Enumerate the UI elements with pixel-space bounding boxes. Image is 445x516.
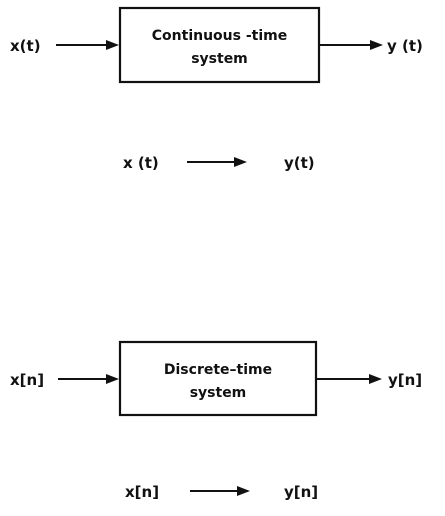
discrete-block-diagram: x[n] Discrete–time system y[n] xyxy=(10,340,422,417)
discrete-relation-arrowhead xyxy=(237,486,250,496)
continuous-input-label: x(t) xyxy=(10,37,41,55)
continuous-relation-arrowhead xyxy=(234,157,247,167)
discrete-relation-output: y[n] xyxy=(284,483,318,501)
discrete-output-label: y[n] xyxy=(388,371,422,389)
continuous-relation-output: y(t) xyxy=(284,154,315,172)
continuous-output-label: y (t) xyxy=(387,37,423,55)
continuous-box-label-line1: Continuous -time xyxy=(152,28,287,44)
continuous-output-arrowhead xyxy=(370,40,383,50)
continuous-input-arrowhead xyxy=(106,40,119,50)
continuous-relation-input: x (t) xyxy=(123,154,159,172)
continuous-system-box xyxy=(118,6,321,84)
discrete-input-arrowhead xyxy=(106,374,119,384)
discrete-relation-input: x[n] xyxy=(125,483,159,501)
discrete-box-label-line1: Discrete–time xyxy=(164,362,272,378)
continuous-block-diagram: x(t) Continuous -time system y (t) xyxy=(10,6,423,84)
discrete-box-label-line2: system xyxy=(190,385,247,401)
discrete-input-label: x[n] xyxy=(10,371,44,389)
discrete-relation: x[n] y[n] xyxy=(125,483,318,501)
discrete-system-box xyxy=(118,340,318,417)
continuous-box-label-line2: system xyxy=(191,51,248,67)
continuous-relation: x (t) y(t) xyxy=(123,154,315,172)
discrete-output-arrowhead xyxy=(369,374,382,384)
